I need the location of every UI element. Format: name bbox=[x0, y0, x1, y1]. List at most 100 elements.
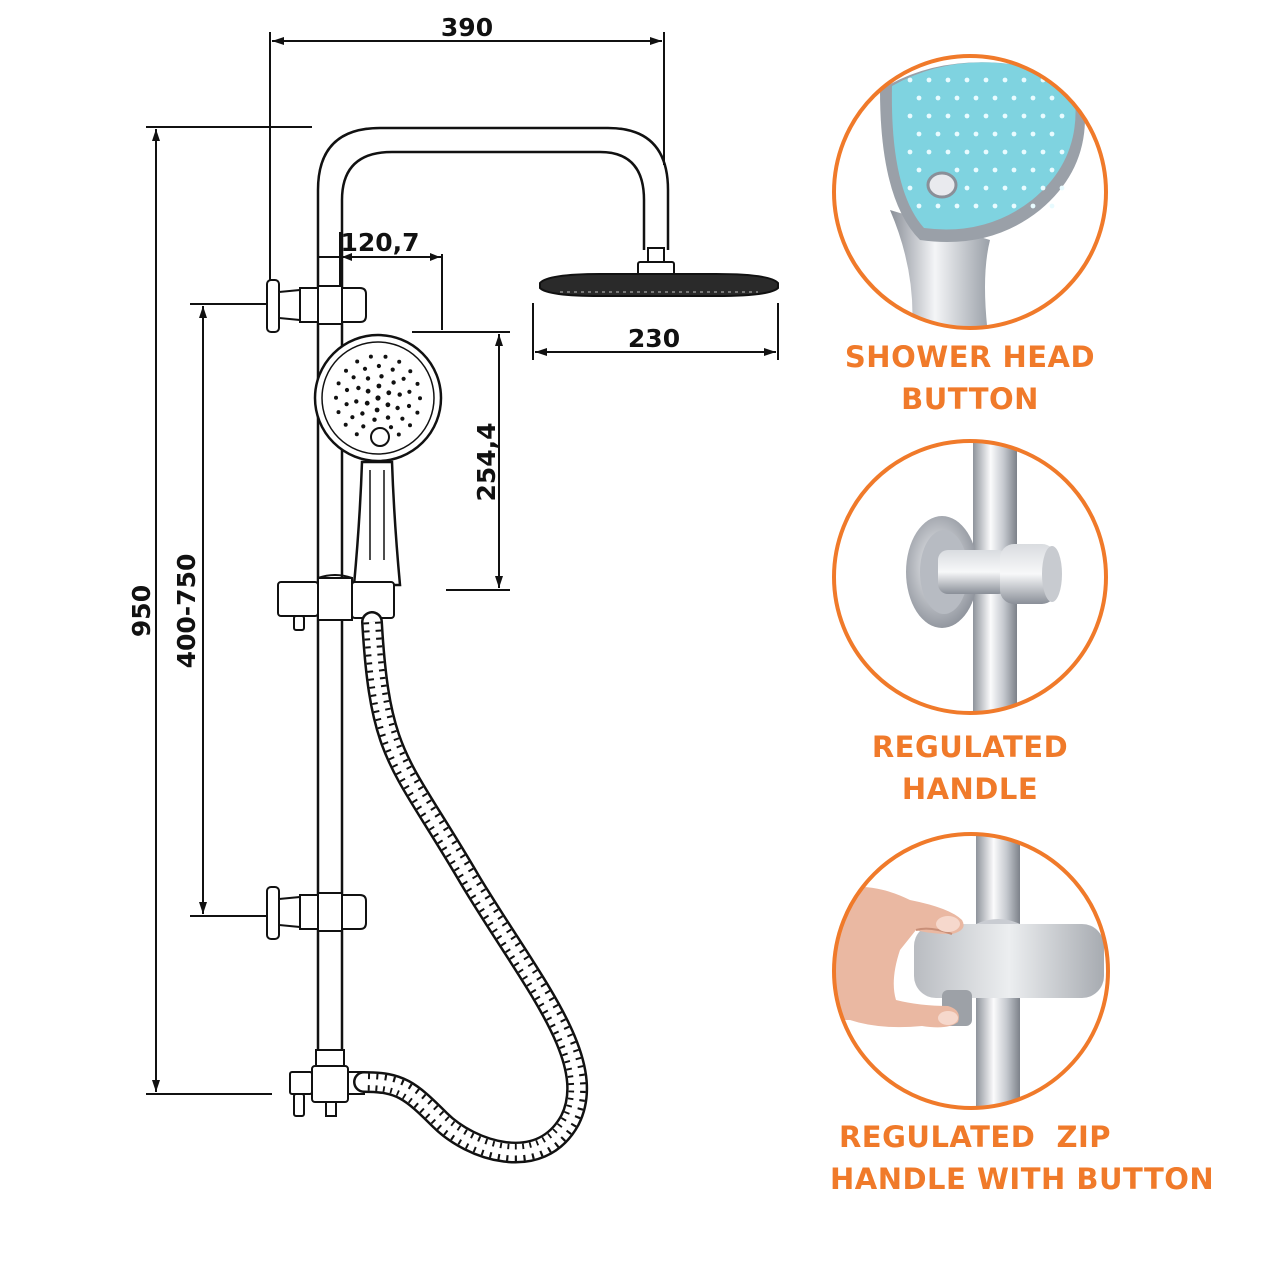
nozzle-dot bbox=[386, 390, 392, 396]
nozzle-dot bbox=[397, 359, 402, 364]
dimension-adjustable-range-label: 400-750 bbox=[172, 554, 201, 669]
nozzle-dot bbox=[945, 77, 951, 83]
nozzle-dot bbox=[374, 407, 380, 413]
nozzle-dot bbox=[907, 185, 913, 191]
nozzle-dot bbox=[973, 167, 979, 173]
nozzle-dot bbox=[408, 369, 413, 374]
nozzle-dot bbox=[907, 77, 913, 83]
nozzle-dot bbox=[935, 95, 941, 101]
feature-caption-regulated-zip-handle: REGULATED ZIP HANDLE WITH BUTTON bbox=[830, 1116, 1214, 1200]
feature-panel-shower-head-button: SHOWER HEAD BUTTON bbox=[820, 50, 1120, 430]
nozzle-dot bbox=[954, 167, 960, 173]
nozzle-dot bbox=[395, 405, 400, 411]
nozzle-dot bbox=[415, 410, 420, 415]
nozzle-dot bbox=[418, 396, 422, 401]
feature-panel-regulated-handle: REGULATED HANDLE bbox=[820, 432, 1120, 812]
nozzle-dot bbox=[926, 149, 932, 155]
nozzle-dot bbox=[1002, 185, 1008, 191]
wall-bracket-handle-icon bbox=[832, 439, 1108, 715]
nozzle-dot bbox=[354, 399, 359, 404]
nozzle-dot bbox=[350, 415, 355, 420]
nozzle-dot bbox=[368, 354, 373, 359]
nozzle-dot bbox=[344, 387, 350, 393]
wall-bracket-top bbox=[266, 279, 367, 333]
nozzle-dot bbox=[376, 383, 382, 389]
nozzle-dot bbox=[351, 375, 356, 380]
nozzle-dot bbox=[1011, 203, 1017, 209]
dimension-total-height bbox=[146, 126, 312, 1095]
nozzle-dot bbox=[964, 149, 970, 155]
slider-holder bbox=[277, 574, 395, 631]
nozzle-dot bbox=[1049, 203, 1055, 209]
nozzle-dot bbox=[1030, 167, 1036, 173]
nozzle-dot bbox=[1059, 185, 1065, 191]
hand-shower bbox=[313, 333, 443, 587]
hand-shower-nozzles bbox=[334, 354, 422, 437]
nozzle-dot bbox=[400, 416, 405, 421]
nozzle-dot bbox=[406, 403, 412, 409]
zip-handle-hand-icon bbox=[832, 832, 1110, 1110]
nozzle-dot bbox=[355, 359, 360, 364]
nozzle-dot bbox=[354, 432, 359, 437]
nozzle-dot bbox=[992, 167, 998, 173]
nozzle-dot bbox=[1049, 167, 1055, 173]
nozzle-dot bbox=[983, 77, 989, 83]
nozzle-dot bbox=[945, 113, 951, 119]
nozzle-dot bbox=[907, 149, 913, 155]
nozzle-dot bbox=[1030, 131, 1036, 137]
nozzle-dot bbox=[983, 185, 989, 191]
shower-head-button-icon bbox=[832, 54, 1108, 330]
nozzle-dot bbox=[1011, 167, 1017, 173]
nozzle-dot bbox=[1059, 113, 1065, 119]
nozzle-dot bbox=[954, 95, 960, 101]
nozzle-dot bbox=[344, 402, 349, 407]
nozzle-dot bbox=[362, 366, 368, 371]
feature-caption-line: BUTTON bbox=[901, 382, 1039, 416]
nozzle-dot bbox=[360, 411, 365, 416]
feature-caption-shower-head-button: SHOWER HEAD BUTTON bbox=[820, 336, 1120, 420]
overhead-shower-head bbox=[539, 273, 779, 297]
nozzle-dot bbox=[1021, 185, 1027, 191]
nozzle-dot bbox=[336, 381, 341, 386]
nozzle-dot bbox=[1002, 149, 1008, 155]
nozzle-dot bbox=[954, 203, 960, 209]
nozzle-dot bbox=[1059, 77, 1065, 83]
nozzle-dot bbox=[1040, 113, 1046, 119]
nozzle-dot bbox=[926, 113, 932, 119]
dimension-hand-shower-length bbox=[412, 331, 510, 591]
nozzle-dot bbox=[1021, 77, 1027, 83]
nozzle-dot bbox=[973, 95, 979, 101]
nozzle-dot bbox=[401, 376, 406, 381]
nozzle-dot bbox=[334, 395, 338, 400]
nozzle-dot bbox=[1002, 77, 1008, 83]
nozzle-dot bbox=[1030, 95, 1036, 101]
dimension-head-diameter bbox=[532, 303, 779, 360]
dimension-head-diameter-label: 230 bbox=[628, 324, 680, 353]
nozzle-dot bbox=[407, 389, 412, 394]
head-connector bbox=[637, 247, 675, 277]
nozzle-dot bbox=[1002, 113, 1008, 119]
nozzle-dot bbox=[935, 203, 941, 209]
dimension-total-width-label: 390 bbox=[441, 13, 493, 42]
dimension-total-width bbox=[269, 32, 665, 290]
nozzle-dot bbox=[1059, 149, 1065, 155]
nozzle-dot bbox=[375, 395, 381, 401]
nozzle-dot bbox=[1021, 113, 1027, 119]
nozzle-dot bbox=[391, 380, 396, 385]
nozzle-dot bbox=[1049, 95, 1055, 101]
nozzle-dot bbox=[992, 203, 998, 209]
nozzle-dot bbox=[1049, 131, 1055, 137]
nozzle-dot bbox=[1011, 131, 1017, 137]
nozzle-dot bbox=[408, 423, 412, 428]
nozzle-dot bbox=[1040, 149, 1046, 155]
nozzle-dot bbox=[385, 415, 391, 420]
flexible-hose bbox=[353, 611, 589, 1164]
nozzle-dot bbox=[916, 203, 922, 209]
nozzle-dot bbox=[935, 131, 941, 137]
nozzle-dot bbox=[973, 203, 979, 209]
nozzle-dot bbox=[1011, 95, 1017, 101]
feature-caption-line: SHOWER HEAD bbox=[844, 340, 1096, 374]
nozzle-dot bbox=[954, 131, 960, 137]
